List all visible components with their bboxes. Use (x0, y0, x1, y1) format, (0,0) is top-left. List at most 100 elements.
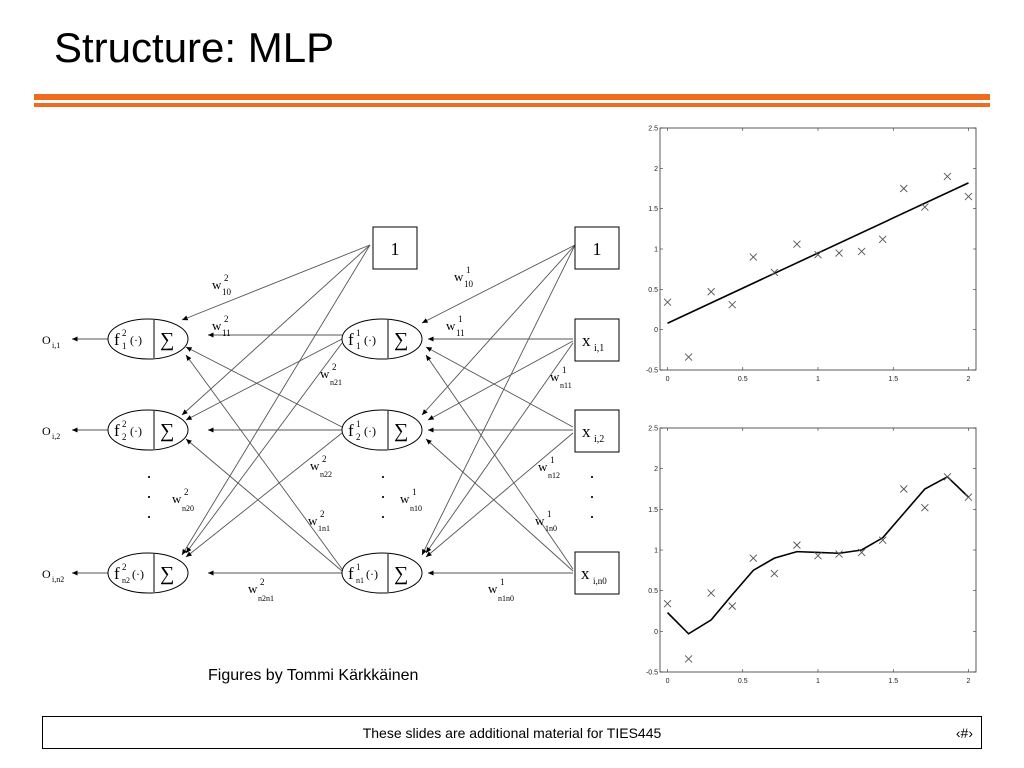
data-point (814, 551, 822, 560)
input-node-n0: x i,n0 (574, 551, 620, 595)
data-point-stroke (964, 493, 973, 501)
svg-text:n10: n10 (410, 504, 422, 513)
svg-text:n20: n20 (182, 504, 194, 513)
svg-text:·: · (146, 507, 152, 527)
data-point-stroke (964, 192, 973, 201)
data-point (899, 184, 908, 193)
svg-text:·: · (380, 507, 386, 527)
svg-text:∑: ∑ (160, 563, 174, 585)
svg-text:11: 11 (222, 328, 231, 338)
data-point (663, 599, 672, 608)
figure-credit: Figures by Tommi Kärkkäinen (208, 667, 419, 684)
data-point-stroke (793, 541, 801, 549)
data-point (943, 172, 952, 181)
svg-text:O: O (42, 333, 51, 347)
data-point-stroke (707, 589, 715, 597)
x-tick-label: 1.5 (888, 678, 898, 685)
svg-text:f: f (114, 330, 120, 349)
svg-text:w: w (248, 581, 258, 596)
data-point (793, 541, 801, 549)
svg-text:w: w (212, 318, 222, 333)
y-tick-label: -0.5 (646, 368, 658, 375)
svg-text:(·): (·) (364, 424, 376, 438)
svg-text:·: · (146, 487, 152, 507)
data-point (921, 503, 929, 512)
data-point-stroke (814, 250, 822, 259)
svg-text:·: · (589, 467, 595, 487)
svg-text:i,2: i,2 (594, 434, 604, 445)
svg-text:1: 1 (593, 239, 602, 259)
svg-text:O: O (42, 567, 51, 581)
fit-line (667, 182, 969, 324)
data-point (770, 268, 779, 277)
data-point-stroke (899, 184, 908, 193)
data-point (728, 602, 737, 610)
output-label-2: O i,2 (42, 424, 60, 441)
svg-text:1: 1 (550, 455, 555, 465)
data-point (749, 554, 758, 562)
svg-text:n1n0: n1n0 (498, 594, 514, 603)
svg-text:w: w (550, 369, 560, 384)
data-point-stroke (728, 602, 737, 610)
svg-text:2: 2 (122, 432, 127, 442)
bias-node-input: 1 (574, 226, 620, 270)
x-tick-label: 2 (967, 376, 971, 383)
ellipsis-dots: · · · · · · · · · (146, 467, 595, 527)
data-point-stroke (770, 268, 779, 277)
x-tick-label: 2 (967, 678, 971, 685)
data-point (728, 300, 737, 309)
data-point (943, 472, 952, 481)
svg-text:∑: ∑ (394, 420, 408, 442)
y-tick-label: 0 (654, 629, 658, 636)
data-point (835, 249, 843, 257)
title-rule-thin (34, 103, 990, 107)
y-tick-label: 2 (654, 166, 658, 173)
data-point (899, 485, 908, 493)
svg-text:n22: n22 (320, 470, 332, 479)
svg-text:10: 10 (222, 287, 232, 297)
data-point-stroke (835, 249, 843, 257)
svg-text:·: · (146, 467, 152, 487)
data-point (663, 298, 672, 307)
svg-text:n2: n2 (122, 576, 130, 585)
svg-text:n21: n21 (330, 378, 342, 387)
layer1-connections (421, 244, 576, 576)
title-rule-thick (34, 94, 990, 100)
y-tick-label: 2.5 (648, 126, 658, 133)
data-point (684, 655, 693, 663)
svg-text:w: w (538, 459, 548, 474)
svg-text:2: 2 (224, 273, 229, 283)
svg-text:2: 2 (184, 487, 189, 497)
data-point-stroke (921, 203, 929, 211)
input-node-1: x i,1 (574, 318, 620, 362)
data-point-stroke (899, 485, 908, 493)
svg-text:x: x (582, 331, 591, 350)
svg-text:i,1: i,1 (594, 343, 604, 354)
x-tick-label: 0.5 (738, 376, 748, 383)
x-tick-label: 1.5 (888, 376, 898, 383)
svg-text:2: 2 (224, 314, 229, 324)
data-point (964, 192, 973, 201)
output-unit-n2: f 2 n2 (·) ∑ (107, 552, 189, 594)
data-point-stroke (857, 247, 866, 256)
data-point (878, 536, 887, 545)
svg-text:n2n1: n2n1 (258, 594, 274, 603)
plot-frame (659, 127, 977, 371)
svg-text:2: 2 (260, 577, 265, 587)
data-point-stroke (770, 569, 779, 578)
data-point-stroke (921, 503, 929, 512)
data-point-stroke (684, 655, 693, 663)
svg-text:w: w (446, 318, 456, 333)
y-tick-label: 0 (654, 327, 658, 334)
data-point (749, 253, 758, 261)
